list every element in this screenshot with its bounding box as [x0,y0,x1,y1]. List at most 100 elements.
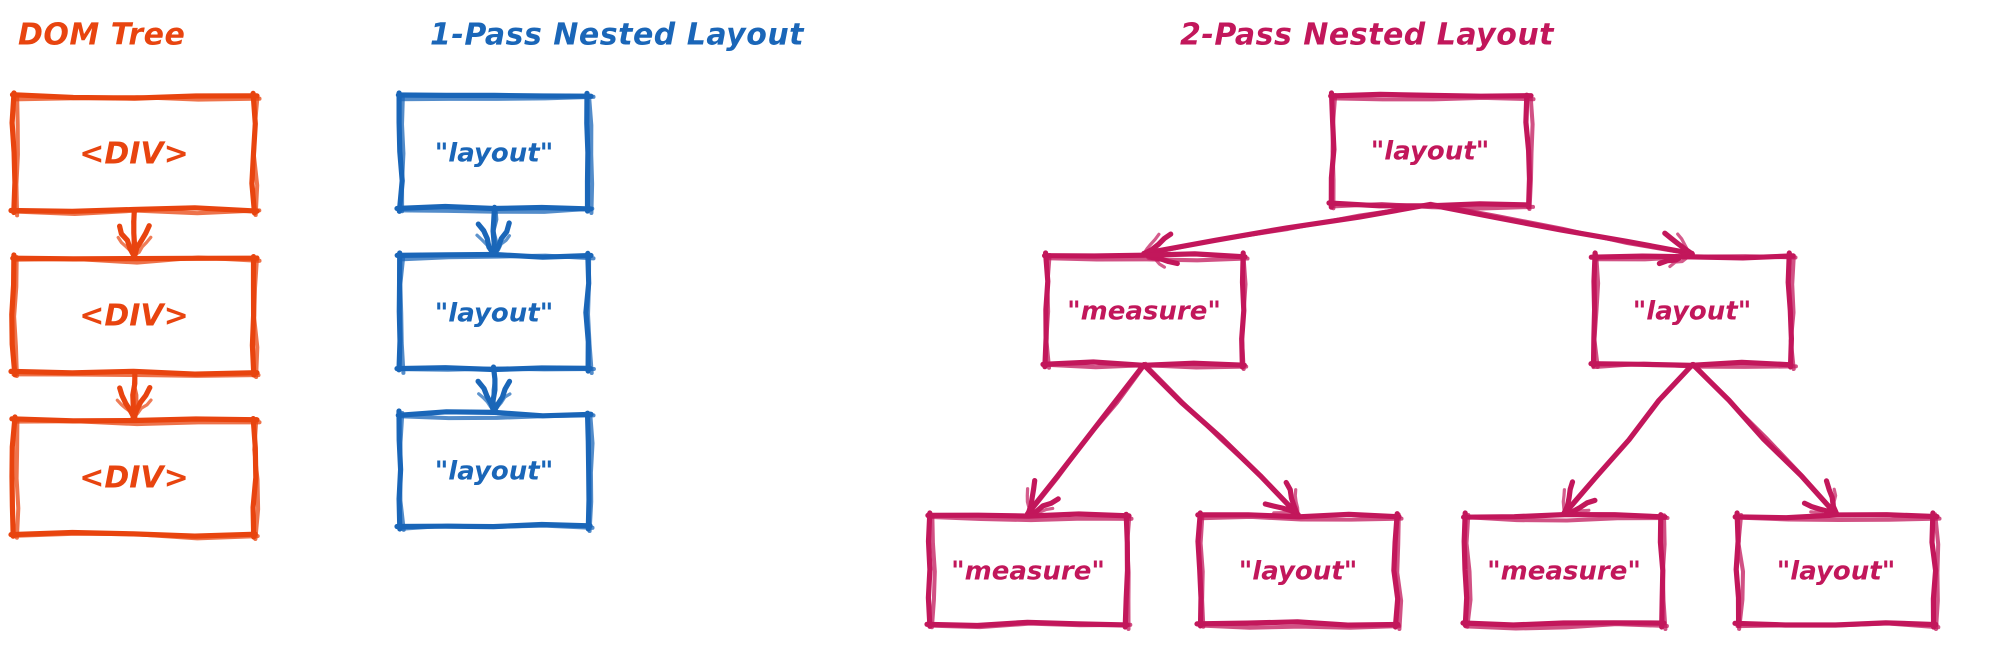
box-twopass-mid-left-edge-0-pass-1 [1045,256,1250,263]
box-dom-node-1-edge-0-pass-1 [12,95,262,102]
node-label-twopass-leaf-1: "measure" [951,557,1105,587]
node-label-onepass-node-3: "layout" [435,457,554,487]
box-dom-node-1-edge-3-pass-1 [14,92,20,218]
arrow-twopass-edge-mr-l3-head-0 [1561,479,1576,517]
node-label-twopass-leaf-3: "measure" [1487,557,1641,587]
node-twopass-leaf-4[interactable]: "layout" [1732,510,1942,632]
box-twopass-root-edge-0-pass-0 [1328,91,1534,99]
box-dom-node-2-edge-3-pass-0 [9,252,18,378]
box-twopass-leaf-1-edge-3-pass-0 [925,510,933,629]
box-twopass-mid-right-edge-0-pass-1 [1592,254,1798,262]
column-one-pass-nested-layout: 1-Pass Nested Layout"layout""layout""lay… [394,18,805,534]
node-label-onepass-node-1: "layout" [435,139,554,169]
node-twopass-mid-left[interactable]: "measure" [1040,250,1250,372]
box-onepass-node-1-edge-2-pass-1 [397,206,595,214]
column-title-two-pass-nested-layout: 2-Pass Nested Layout [1180,18,1555,53]
node-onepass-node-2[interactable]: "layout" [394,250,596,376]
box-twopass-leaf-3-edge-0-pass-1 [1463,515,1670,523]
box-dom-node-1-edge-1-pass-1 [251,94,260,218]
box-onepass-node-3-edge-0-pass-1 [397,413,596,421]
box-twopass-leaf-4-edge-1-pass-1 [1933,512,1941,632]
arrow-dom-edge-2-head-1 [131,385,153,421]
node-onepass-node-1[interactable]: "layout" [394,90,596,216]
arrow-twopass-edge-root-left-shaft-2 [1143,202,1434,257]
arrow-twopass-edge-root-right-shaft-2 [1429,201,1695,257]
arrow-twopass-edge-mr-l3-shaft-2 [1563,362,1695,517]
box-dom-node-3-edge-0-pass-1 [13,419,262,427]
box-twopass-leaf-1-edge-3-pass-1 [929,512,937,630]
box-twopass-leaf-4-edge-3-pass-1 [1736,512,1746,631]
box-twopass-leaf-3-edge-2-pass-1 [1463,622,1669,631]
node-dom-node-2[interactable]: <DIV> [8,252,262,380]
column-title-dom-tree: DOM Tree [18,18,185,53]
node-twopass-root[interactable]: "layout" [1326,90,1536,212]
box-dom-node-1-edge-2-pass-1 [11,208,262,217]
box-dom-node-3-edge-3-pass-1 [14,416,21,540]
box-twopass-leaf-3-edge-0-pass-0 [1461,512,1668,520]
arrow-twopass-edge-root-left-head-alt-0 [1142,232,1161,256]
box-onepass-node-2-edge-3-pass-1 [398,252,406,375]
box-twopass-leaf-1-edge-2-pass-1 [927,621,1133,630]
box-onepass-node-2-edge-0-pass-1 [398,253,596,262]
node-label-twopass-mid-right: "layout" [1633,297,1752,327]
node-dom-node-1[interactable]: <DIV> [8,90,262,218]
node-twopass-leaf-3[interactable]: "measure" [1460,510,1670,632]
box-dom-node-3-edge-2-pass-1 [11,531,260,541]
box-twopass-root-edge-1-pass-1 [1527,93,1535,212]
arrow-twopass-edge-ml-l1-head-alt-1 [1026,506,1055,517]
box-twopass-mid-right-edge-3-pass-1 [1592,252,1601,369]
box-onepass-node-1-edge-2-pass-0 [394,203,594,212]
node-label-onepass-node-2: "layout" [435,299,554,329]
node-dom-node-3[interactable]: <DIV> [8,414,262,542]
box-twopass-mid-left-edge-2-pass-1 [1043,362,1249,370]
arrow-onepass-edge-1-head-alt-1 [492,234,512,256]
arrow-twopass-edge-ml-l2-head-0 [1262,501,1301,518]
column-two-pass-nested-layout: 2-Pass Nested Layout "layout" "measure" "la… [924,18,1942,632]
node-twopass-mid-right[interactable]: "layout" [1588,250,1798,372]
arrow-dom-edge-2-head-alt-0 [115,398,136,420]
columns-layer: DOM Tree<DIV><DIV><DIV>1-Pass Nested Lay… [8,18,1942,632]
box-twopass-mid-right-edge-2-pass-1 [1591,361,1798,370]
box-twopass-leaf-2-edge-1-pass-0 [1391,511,1401,630]
box-dom-node-2-edge-2-pass-1 [11,372,261,378]
box-twopass-leaf-3-edge-3-pass-0 [1461,510,1470,628]
arrow-twopass-edge-ml-l2-head-alt-0 [1272,510,1300,516]
box-onepass-node-3-edge-3-pass-1 [398,410,406,532]
arrow-twopass-edge-root-right-head-alt-1 [1676,232,1694,256]
node-label-dom-node-1: <DIV> [79,137,189,172]
arrow-twopass-edge-ml-l1-shaft-2 [1026,361,1148,516]
column-dom-tree: DOM Tree <DIV> <DIV> <DIV> [8,18,262,542]
box-twopass-leaf-1-edge-0-pass-0 [925,511,1132,519]
node-label-twopass-root: "layout" [1371,137,1490,167]
arrow-dom-edge-2-head-alt-1 [131,398,153,420]
arrow-onepass-edge-1-head-alt-0 [475,233,496,256]
box-twopass-mid-left-edge-0-pass-0 [1042,251,1248,260]
arrow-dom-edge-1-head-alt-1 [131,235,153,258]
box-twopass-root-edge-2-pass-1 [1329,201,1536,211]
box-twopass-leaf-2-edge-0-pass-1 [1198,514,1404,522]
arrow-dom-edge-1-shaft-2 [131,208,138,258]
box-twopass-mid-right-edge-1-pass-1 [1788,253,1796,372]
arrow-twopass-edge-ml-l2-shaft-2 [1144,363,1301,517]
node-label-twopass-mid-left: "measure" [1067,297,1221,327]
node-twopass-leaf-2[interactable]: "layout" [1194,510,1404,632]
node-twopass-leaf-1[interactable]: "measure" [924,510,1134,632]
box-twopass-leaf-4-edge-0-pass-1 [1737,515,1942,523]
box-onepass-node-3-edge-1-pass-1 [587,411,595,534]
box-onepass-node-1-edge-1-pass-1 [587,94,595,216]
arrow-dom-edge-1-head-1 [132,223,152,259]
arrow-twopass-edge-mr-l4-head-0 [1801,500,1839,517]
node-label-dom-node-3: <DIV> [79,461,189,496]
box-twopass-leaf-2-edge-3-pass-1 [1198,512,1206,629]
arrow-twopass-edge-ml-l1-head-alt-0 [1025,487,1031,516]
arrow-onepass-edge-2-head-alt-0 [477,392,497,414]
node-onepass-node-3[interactable]: "layout" [394,408,596,534]
box-dom-node-1-edge-3-pass-0 [9,90,18,216]
box-twopass-leaf-2-edge-0-pass-0 [1195,511,1402,520]
box-dom-node-2-edge-0-pass-1 [12,255,262,265]
node-label-dom-node-2: <DIV> [79,299,189,334]
box-twopass-leaf-1-edge-0-pass-1 [929,514,1134,523]
arrow-dom-edge-1-head-alt-0 [116,235,136,258]
